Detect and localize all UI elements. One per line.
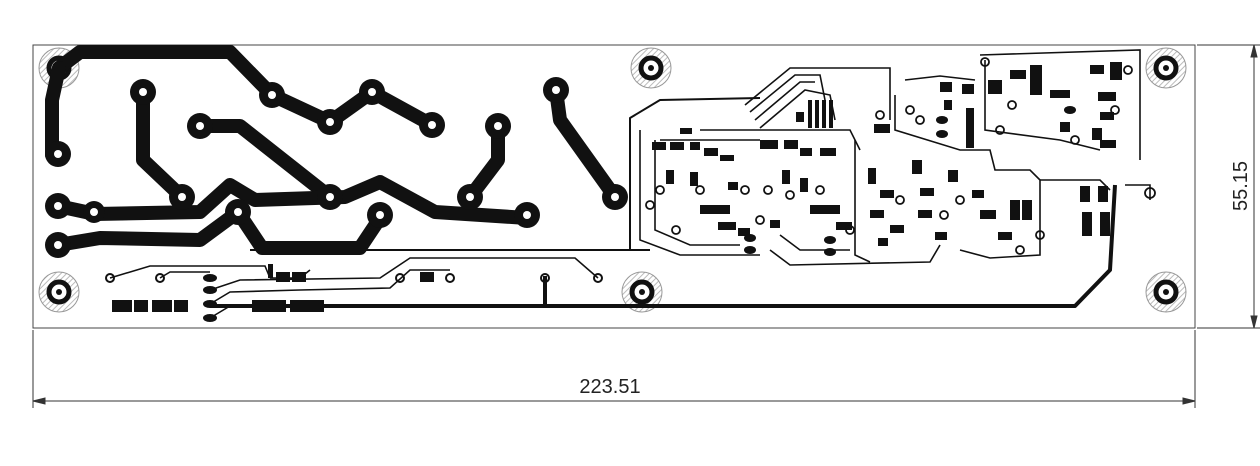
board-outline bbox=[32, 44, 1196, 329]
mounting-hole-bottom-left bbox=[38, 271, 80, 313]
signal-block-middle bbox=[639, 49, 1151, 266]
power-pads bbox=[45, 77, 628, 258]
mounting-hole-top-right bbox=[1145, 47, 1187, 89]
mounting-hole-top-middle bbox=[630, 47, 672, 89]
components-lower-left bbox=[105, 264, 603, 322]
dimension-height-label: 55.15 bbox=[1230, 161, 1252, 211]
ground-trace bbox=[210, 97, 1117, 308]
dimension-width-label: 223.51 bbox=[579, 376, 640, 398]
dimension-height bbox=[1197, 44, 1260, 329]
mounting-holes bbox=[38, 47, 1187, 313]
smd-components bbox=[652, 62, 1122, 256]
signal-traces-lower-left bbox=[109, 257, 599, 319]
mounting-hole-bottom-right bbox=[1145, 271, 1187, 313]
dimension-width bbox=[32, 330, 1196, 408]
mounting-hole-bottom-middle bbox=[621, 271, 663, 313]
signal-vias bbox=[645, 57, 1156, 255]
